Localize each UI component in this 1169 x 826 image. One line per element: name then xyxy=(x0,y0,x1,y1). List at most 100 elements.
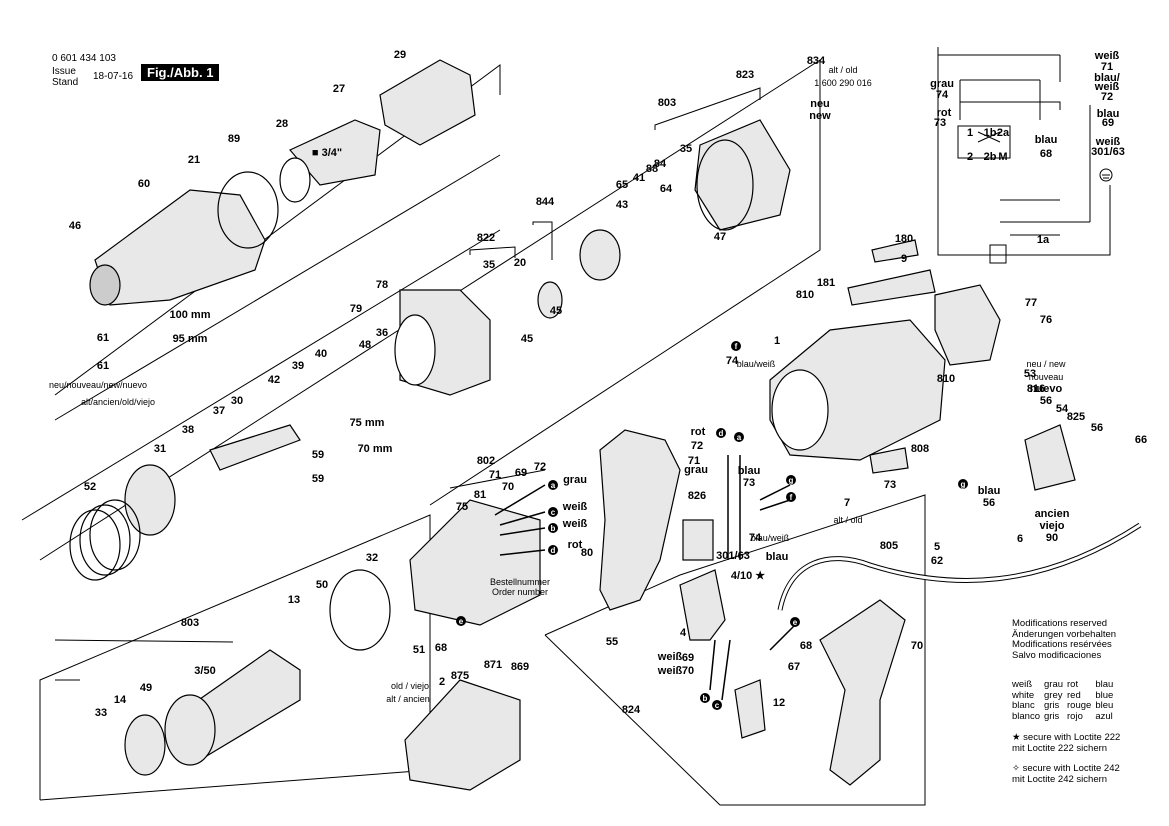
part-label: grau xyxy=(930,78,954,90)
color-cell: gris xyxy=(1044,700,1060,711)
part-label: 71 xyxy=(489,469,501,481)
part-label: 869 xyxy=(511,661,529,673)
part-label: weiß xyxy=(1094,50,1120,62)
part-label: 7 xyxy=(844,497,850,509)
part-label: 56 xyxy=(1040,395,1052,407)
part-label: 100 mm xyxy=(170,309,211,321)
part-number: 0 601 434 103 xyxy=(52,53,116,64)
part-label: alt / ancien xyxy=(386,694,430,704)
svg-text:e: e xyxy=(793,618,798,627)
part-label: weiß xyxy=(657,651,683,663)
part-label: 39 xyxy=(292,360,304,372)
part-label: 5 xyxy=(934,541,940,553)
part-label: alt / old xyxy=(833,515,862,525)
color-cell: rouge xyxy=(1067,700,1092,711)
svg-text:d: d xyxy=(551,546,556,555)
part-label: 1 600 290 016 xyxy=(814,78,872,88)
svg-text:g: g xyxy=(961,480,966,489)
part-label: 810 xyxy=(796,289,814,301)
part-label: old / viejo xyxy=(391,681,429,691)
part-label: 70 xyxy=(502,481,514,493)
part-label: 89 xyxy=(228,133,240,145)
part-label: 46 xyxy=(69,220,81,232)
part-label: 30 xyxy=(231,395,243,407)
issue-date: 18-07-16 xyxy=(93,71,134,82)
color-cell: white xyxy=(1012,689,1035,701)
part-label: blau/weiß xyxy=(737,359,776,369)
color-cell: grau xyxy=(1044,679,1064,690)
svg-text:c: c xyxy=(551,508,556,517)
part-label: 824 xyxy=(622,704,641,716)
part-label: 4 xyxy=(680,627,687,639)
part-label: 803 xyxy=(181,617,199,629)
color-cell: blau xyxy=(1095,679,1114,690)
part-label: 823 xyxy=(736,69,754,81)
part-label: 72 xyxy=(691,440,703,452)
part-label: 4/10 ★ xyxy=(731,570,765,582)
part-label: 62 xyxy=(931,555,943,567)
part-label: 14 xyxy=(114,694,127,706)
mod-line: Änderungen vorbehalten xyxy=(1012,628,1117,640)
part-label: 66 xyxy=(1135,434,1147,446)
part-label: 72 xyxy=(534,461,546,473)
part-label: 2 xyxy=(439,676,445,688)
part-label: 70 xyxy=(911,640,923,652)
part-label: blau xyxy=(738,465,761,477)
svg-text:b: b xyxy=(703,694,708,703)
loctite-line: mit Loctite 242 sichern xyxy=(1012,773,1108,785)
part-label: 75 mm xyxy=(350,417,385,429)
part-label: 36 xyxy=(376,327,388,339)
part-label: 29 xyxy=(394,49,406,61)
part-label: 47 xyxy=(714,231,726,243)
part-label: 70 xyxy=(682,665,694,677)
part-label: 41 xyxy=(633,172,645,184)
part-label: neu / new xyxy=(1026,359,1066,369)
part-label: ancien xyxy=(1035,508,1070,520)
part-label: 50 xyxy=(316,579,328,591)
part-label: 822 xyxy=(477,232,495,244)
part-label: 69 xyxy=(682,652,694,664)
part-label: 52 xyxy=(84,481,96,493)
part-label: 72 xyxy=(1101,91,1113,103)
part-label: 9 xyxy=(901,253,907,265)
part-label: weiß xyxy=(562,501,588,513)
part-label: 816 xyxy=(1027,383,1045,395)
loctite-242-note: ✧ secure with Loctite 242 mit Loctite 24… xyxy=(1012,763,1120,785)
part-label: 3/50 xyxy=(194,665,215,677)
part-label: grau xyxy=(684,464,708,476)
part-label: 42 xyxy=(268,374,280,386)
part-label: 56 xyxy=(1091,422,1103,434)
part-label: blau xyxy=(766,551,789,563)
part-label: 12 xyxy=(773,697,785,709)
part-label: 2a xyxy=(997,127,1010,139)
part-label: 35 xyxy=(680,143,692,155)
color-cell: red xyxy=(1067,689,1081,701)
part-label: weiß xyxy=(562,518,588,530)
part-label: 88 xyxy=(646,163,658,175)
svg-text:a: a xyxy=(737,433,742,442)
color-cell: rojo xyxy=(1067,710,1083,722)
part-label: 54 xyxy=(1056,403,1069,415)
loctite-line: ★ secure with Loctite 222 xyxy=(1012,732,1121,743)
part-label: 40 xyxy=(315,348,327,360)
svg-text:f: f xyxy=(790,493,793,502)
svg-text:b: b xyxy=(551,524,556,533)
part-label: 21 xyxy=(188,154,200,166)
part-label: new xyxy=(809,110,831,122)
part-label: 32 xyxy=(366,552,378,564)
svg-text:a: a xyxy=(551,481,556,490)
part-label: 68 xyxy=(800,640,812,652)
part-label: 2b xyxy=(984,151,997,163)
part-label: 73 xyxy=(743,477,755,489)
part-label: blau xyxy=(978,485,1001,497)
part-label: alt / old xyxy=(828,65,857,75)
part-label: 301/63 xyxy=(1091,146,1125,158)
part-label: 79 xyxy=(350,303,362,315)
part-label: weiß xyxy=(657,665,683,677)
part-label: 35 xyxy=(483,259,495,271)
part-label: 49 xyxy=(140,682,152,694)
part-label: 74 xyxy=(726,355,739,367)
part-label: 27 xyxy=(333,83,345,95)
part-label: blau xyxy=(1035,134,1058,146)
